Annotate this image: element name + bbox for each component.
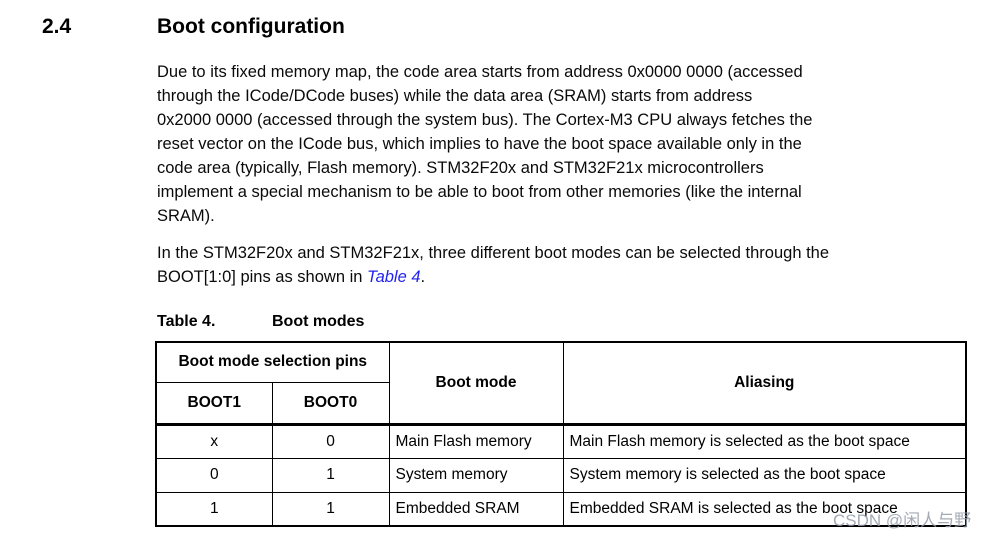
header-boot0: BOOT0 [271, 381, 390, 425]
paragraph-boot-modes: In the STM32F20x and STM32F21x, three di… [157, 241, 982, 289]
cell-boot-mode: Embedded SRAM [388, 491, 564, 527]
paragraph-text: BOOT[1:0] pins as shown in [157, 268, 368, 286]
paragraph-line: SRAM). [157, 207, 215, 225]
paragraph-line: reset vector on the ICode bus, which imp… [157, 135, 802, 153]
cell-boot0: 1 [271, 457, 390, 493]
table-row: 1 1 Embedded SRAM Embedded SRAM is selec… [155, 491, 967, 527]
header-aliasing: Aliasing [562, 341, 967, 425]
table-row: 0 1 System memory System memory is selec… [155, 457, 967, 493]
table-row: x 0 Main Flash memory Main Flash memory … [155, 422, 967, 459]
section-heading: 2.4 Boot configuration [42, 15, 345, 39]
paragraph-boot-config: Due to its fixed memory map, the code ar… [157, 60, 982, 228]
paragraph-line: implement a special mechanism to be able… [157, 183, 802, 201]
table-caption-title: Boot modes [272, 313, 365, 330]
paragraph-line: 0x2000 0000 (accessed through the system… [157, 111, 813, 129]
header-boot1: BOOT1 [155, 381, 273, 425]
table-caption: Table 4. Boot modes [157, 313, 364, 331]
cell-boot1: 1 [155, 491, 273, 527]
section-title: Boot configuration [157, 15, 345, 38]
paragraph-line: code area (typically, Flash memory). STM… [157, 159, 764, 177]
table-caption-label: Table 4. [157, 313, 216, 330]
cell-boot-mode: Main Flash memory [388, 422, 564, 459]
header-boot-mode: Boot mode [388, 341, 564, 425]
paragraph-text: . [420, 268, 426, 286]
section-number: 2.4 [42, 15, 72, 38]
cell-boot1: 0 [155, 457, 273, 493]
paragraph-line: Due to its fixed memory map, the code ar… [157, 63, 803, 81]
paragraph-line: through the ICode/DCode buses) while the… [157, 87, 753, 105]
cell-aliasing: Main Flash memory is selected as the boo… [562, 422, 967, 459]
cell-aliasing: Embedded SRAM is selected as the boot sp… [562, 491, 967, 527]
cell-boot0: 0 [271, 422, 390, 459]
boot-modes-table: Boot mode selection pins Boot mode Alias… [155, 341, 968, 527]
cell-boot-mode: System memory [388, 457, 564, 493]
cell-aliasing: System memory is selected as the boot sp… [562, 457, 967, 493]
table-4-link[interactable]: Table 4 [367, 268, 421, 286]
header-boot-mode-selection-pins: Boot mode selection pins [155, 341, 390, 383]
cell-boot1: x [155, 422, 273, 459]
cell-boot0: 1 [271, 491, 390, 527]
paragraph-line: BOOT[1:0] pins as shown in Table 4. [157, 265, 982, 289]
paragraph-line: In the STM32F20x and STM32F21x, three di… [157, 244, 830, 262]
